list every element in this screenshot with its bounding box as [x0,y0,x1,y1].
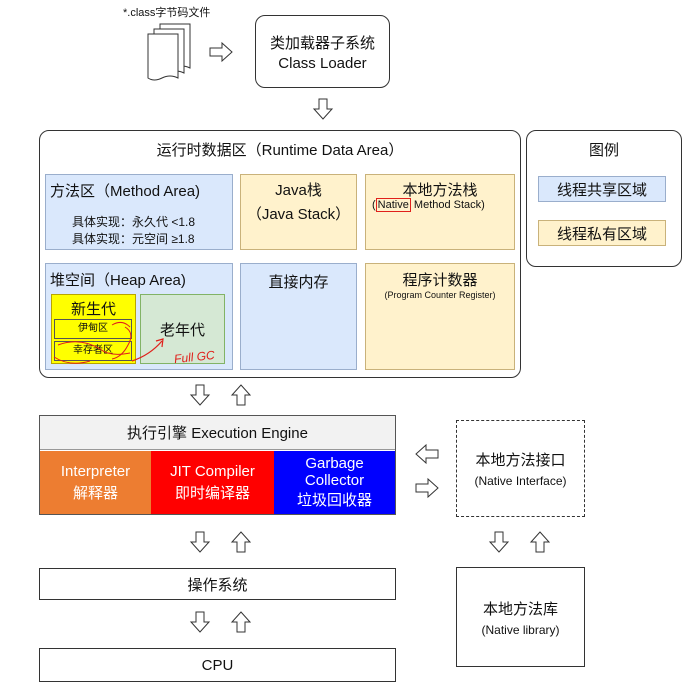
arrow-down-icon [190,384,210,406]
legend-shared: 线程共享区域 [538,176,666,202]
legend-shared-label: 线程共享区域 [556,181,647,199]
program-counter-title: 程序计数器 [402,272,478,289]
jit-compiler: JIT Compiler 即时编译器 [151,451,274,514]
arrow-up-icon [530,531,550,553]
survivor-space: 幸存者区 [54,341,132,361]
native-method-stack-title: 本地方法栈 [402,182,478,199]
direct-memory: 直接内存 [240,263,357,370]
garbage-collector: Garbage Collector 垃圾回收器 [274,451,395,514]
program-counter-subtitle: (Program Counter Register) [384,290,496,300]
arrow-up-icon [231,611,251,633]
arrow-down-icon [190,611,210,633]
gc-annotation-strokes [53,321,164,364]
old-generation: 老年代 [140,294,225,364]
native-interface: 本地方法接口 (Native Interface) [456,420,585,517]
method-area-impl-metaspace: 具体实现：元空间 ≥1.8 [72,232,195,246]
interpreter-en: Interpreter [60,462,131,480]
jit-compiler-en: JIT Compiler [170,462,255,480]
eden-space: 伊甸区 [54,319,132,339]
arrow-up-icon [231,384,251,406]
heap-area-title: 堆空间（Heap Area) [50,272,186,289]
direct-memory-label: 直接内存 [268,274,329,291]
arrow-down-icon [489,531,509,553]
execution-engine: 执行引擎 Execution Engine Interpreter 解释器 JI… [39,415,396,515]
native-method-stack-subtitle: (Native Method Stack) [372,198,485,212]
arrow-right-icon [209,42,233,62]
old-generation-label: 老年代 [159,321,205,339]
legend-private: 线程私有区域 [538,220,666,246]
arrow-right-icon [415,478,439,498]
native-method-stack: 本地方法栈 (Native Method Stack) [365,174,515,250]
method-stack-text: Method Stack) [410,199,485,211]
execution-engine-title: 执行引擎 Execution Engine [40,416,395,450]
method-area: 方法区（Method Area) 具体实现：永久代 <1.8 具体实现：元空间 … [45,174,233,250]
native-library-cn: 本地方法库 [482,600,558,618]
class-file-icon [147,23,191,81]
execution-engine-label: 执行引擎 Execution Engine [127,425,308,442]
class-file-label: *.class字节码文件 [123,7,211,19]
arrow-down-icon [313,98,333,120]
native-highlight: Native [375,198,411,212]
runtime-data-area: 运行时数据区（Runtime Data Area） [39,130,521,378]
operating-system: 操作系统 [39,568,396,600]
survivor-label: 幸存者区 [73,345,113,356]
garbage-collector-en2: Collector [304,472,365,489]
paren-open: ( [372,199,376,211]
jit-compiler-cn: 即时编译器 [174,484,250,502]
interpreter: Interpreter 解释器 [40,451,151,514]
legend-private-label: 线程私有区域 [556,225,647,243]
class-loader-cn: 类加载器子系统 [269,34,375,52]
garbage-collector-cn: 垃圾回收器 [296,492,372,509]
young-generation-label: 新生代 [70,301,116,318]
operating-system-label: 操作系统 [187,576,248,594]
cpu-label: CPU [201,656,234,674]
java-stack-title: Java栈 [275,182,322,199]
class-loader-en: Class Loader [278,54,367,72]
legend: 图例 线程共享区域 线程私有区域 [526,130,682,267]
runtime-data-area-title: 运行时数据区（Runtime Data Area） [156,142,404,159]
method-area-impl-permgen: 具体实现：永久代 <1.8 [72,215,196,229]
interpreter-cn: 解释器 [72,484,118,502]
java-stack: Java栈 （Java Stack） [240,174,357,250]
method-area-title: 方法区（Method Area) [50,183,201,200]
arrow-down-icon [190,531,210,553]
eden-label: 伊甸区 [78,323,108,334]
native-library: 本地方法库 (Native library) [456,567,585,667]
program-counter-register: 程序计数器 (Program Counter Register) [365,263,515,370]
legend-title: 图例 [588,142,619,159]
arrow-left-icon [415,444,439,464]
native-library-en: (Native library) [481,622,560,637]
cpu: CPU [39,648,396,682]
class-loader-box: 类加载器子系统 Class Loader [255,15,390,88]
native-interface-en: (Native Interface) [474,474,567,488]
garbage-collector-en1: Garbage [305,455,364,472]
native-interface-cn: 本地方法接口 [475,452,566,469]
java-stack-subtitle: （Java Stack） [246,206,351,223]
arrow-up-icon [231,531,251,553]
